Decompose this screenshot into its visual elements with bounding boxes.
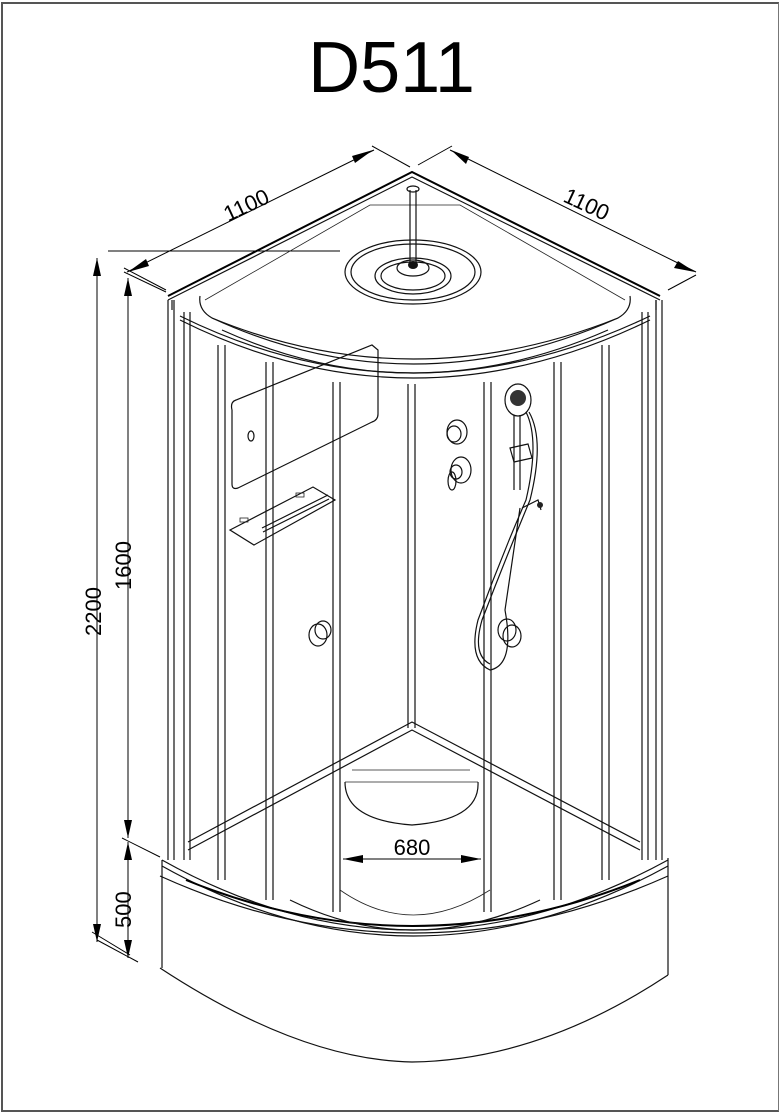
dimension-door-opening: 680 xyxy=(343,835,481,863)
dim-label-width-right: 1100 xyxy=(560,183,613,226)
mixer-tap xyxy=(447,456,472,491)
door-handle-left xyxy=(308,620,332,647)
dim-label-total-height: 2200 xyxy=(81,587,106,636)
dimension-tray-height: 500 xyxy=(96,837,161,963)
cabin-back-corner xyxy=(187,721,641,851)
dimension-width-left: 1100 xyxy=(123,145,411,291)
control-knob-upper xyxy=(446,419,468,445)
dim-label-width-left: 1100 xyxy=(220,184,273,227)
rain-shower-head xyxy=(344,185,482,305)
dimension-total-height: 2200 xyxy=(81,250,340,956)
dim-label-tray-height: 500 xyxy=(111,891,136,928)
dimension-width-right: 1100 xyxy=(417,145,697,291)
dim-label-door-opening: 680 xyxy=(394,835,431,860)
shower-tray xyxy=(159,858,669,1063)
dimension-cabin-height: 1600 xyxy=(111,271,167,838)
cabin-roof xyxy=(167,170,661,379)
model-title: D511 xyxy=(308,28,475,108)
dim-label-cabin-height: 1600 xyxy=(111,541,136,590)
mirror-panel xyxy=(230,344,379,490)
door-handle-right xyxy=(497,618,522,648)
cabin-frame xyxy=(167,300,663,912)
shelf xyxy=(228,486,337,546)
hand-shower xyxy=(474,383,543,671)
